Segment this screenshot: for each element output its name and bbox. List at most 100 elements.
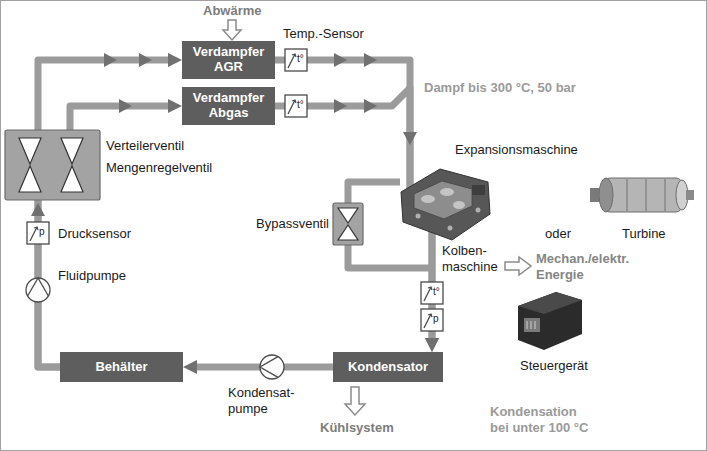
valve-block-body [5, 130, 100, 200]
flow-arrow [364, 53, 377, 67]
pipe-connector [192, 364, 333, 371]
sensor-arrow [424, 287, 432, 301]
tank-box: Behälter [60, 352, 183, 382]
flow-arrow [31, 203, 45, 216]
sensor-arrow [288, 54, 296, 68]
pipe-connector [275, 88, 432, 343]
sensor-symbol [421, 309, 443, 331]
energy-output-arrow [505, 257, 531, 275]
sensor-symbol-label: t° [297, 99, 304, 110]
flow-arrow [403, 132, 417, 145]
pump-triangle [260, 357, 278, 378]
evaporator-box: Verdampfer Abgas [182, 87, 275, 125]
turbine-rib [645, 179, 647, 211]
turbine-flange [590, 188, 604, 202]
valve-symbol [338, 208, 358, 223]
turbine-rib [626, 179, 628, 211]
valve-symbol [338, 225, 358, 240]
box-label: Kondensator [348, 360, 428, 375]
note: oder [545, 226, 571, 242]
connector-group [38, 60, 432, 367]
heat-input-arrow [223, 20, 241, 40]
sensor-symbol [421, 282, 443, 304]
sensors [27, 49, 443, 331]
sensor-arrow [30, 227, 38, 241]
turbine-outlet [676, 180, 688, 210]
sensor-arrow [288, 100, 296, 114]
sensor-symbol-label: p [433, 313, 439, 324]
turbine-housing [604, 178, 682, 212]
energy-output-label: Mechan./elektr. Energie [536, 251, 632, 282]
flow-arrow [139, 53, 152, 67]
sensor-symbol [285, 49, 307, 71]
sensor-symbol [27, 222, 49, 244]
part-name: Expansionsmaschine [455, 142, 578, 158]
flow-arrow [104, 53, 117, 67]
flow-arrow [119, 99, 132, 113]
part-name: Drucksensor [58, 226, 131, 242]
turbine-rib [664, 179, 666, 211]
control-unit-top [518, 292, 582, 314]
valve-symbol [61, 138, 83, 164]
sensor-symbol [285, 95, 307, 117]
condenser-box: Kondensator [333, 352, 443, 382]
engine-cylinder [421, 195, 435, 203]
evaporator-box: Verdampfer AGR [182, 41, 275, 79]
sensor-symbol-label: t° [433, 286, 440, 297]
engine-cylinder [440, 188, 454, 196]
part-name: Mengenregelventil [106, 160, 212, 176]
valve-symbol [61, 166, 83, 192]
box-label: Verdampfer Abgas [192, 91, 266, 121]
sensor-symbol-label: t° [297, 53, 304, 64]
engine-head [414, 181, 472, 219]
bypass-valve [333, 203, 363, 245]
pipe-connector [275, 60, 432, 343]
bypass-pipe [348, 182, 432, 268]
box-label: Verdampfer AGR [192, 45, 266, 75]
control-unit-body [518, 292, 582, 350]
valve-block [5, 130, 100, 200]
part-name: Verteilerventil [106, 138, 184, 154]
connector-pins [527, 321, 535, 329]
condition-note: Dampf bis 300 °C, 50 bar [424, 80, 576, 96]
cooling-output-arrow [345, 387, 365, 415]
part-name: Turbine [622, 226, 666, 242]
sensor-symbol-label: p [39, 226, 45, 237]
flow-arrow [334, 53, 347, 67]
valve-symbol [19, 166, 41, 192]
part-name: Steuergerät [520, 358, 588, 374]
valve-symbol [19, 138, 41, 164]
turbine-shaft [686, 190, 694, 200]
engine-bolt [476, 208, 481, 213]
pump-triangle [28, 278, 49, 296]
control-unit-connector [524, 318, 540, 332]
flow-arrow [364, 99, 377, 113]
part-name: Temp.-Sensor [283, 26, 364, 42]
engine-body [401, 169, 490, 240]
sensor-arrow [424, 314, 432, 328]
box-label: Behälter [95, 360, 147, 375]
part-name: Kondensat- pumpe [228, 385, 297, 416]
engine-cylinder [453, 201, 465, 209]
flow-arrow [334, 99, 347, 113]
condition-note: Kondensation bei unter 100 °C [490, 404, 591, 435]
engine-port [472, 185, 485, 195]
control-unit-illustration [518, 292, 582, 350]
engine-bolt [416, 214, 421, 219]
pump-symbol [26, 278, 50, 302]
engine-bolt [448, 226, 453, 231]
piston-engine-illustration [401, 169, 490, 240]
part-name: Kolben- maschine [442, 243, 500, 274]
turbine-inlet [599, 178, 613, 212]
heat-sink-label: Kühlsystem [320, 420, 394, 436]
pipe-connector [38, 60, 173, 367]
heat-source-label: Abwärme [203, 3, 262, 19]
part-name: Bypassventil [256, 216, 329, 232]
part-name: Fluidpumpe [58, 268, 126, 284]
turbine-illustration [590, 178, 694, 212]
bypass-valve-body [333, 203, 363, 245]
